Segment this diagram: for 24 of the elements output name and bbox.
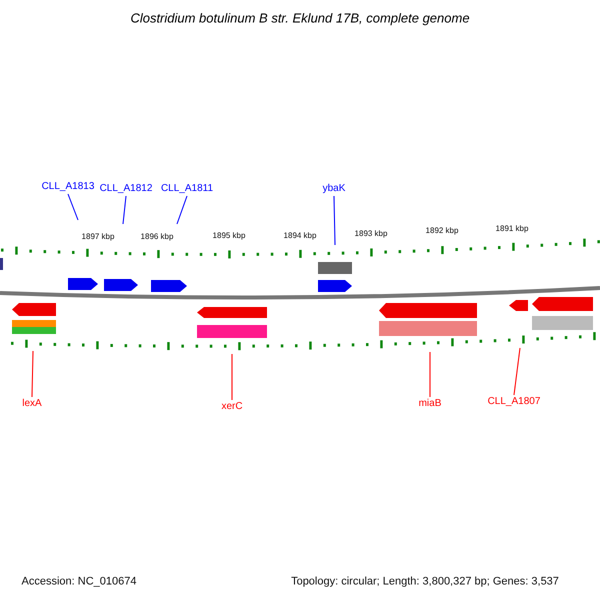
kbp-label: 1896 kbp	[140, 233, 174, 241]
gene-label: CLL_A1811	[160, 184, 214, 194]
kbp-label: 1892 kbp	[426, 227, 458, 235]
gene-label: CLL_A1807	[488, 397, 540, 407]
kbp-label: 1895 kbp	[212, 232, 246, 240]
gene-label: miaB	[418, 399, 442, 409]
genome-stats-text: Topology: circular; Length: 3,800,327 bp; Genes: 3,537	[291, 576, 559, 588]
leader-line	[514, 348, 520, 396]
leader-line	[176, 196, 188, 224]
kbp-label: 1891 kbp	[496, 225, 528, 233]
gene-label: xerC	[221, 402, 243, 412]
gene-label: ybaK	[322, 184, 346, 194]
gene-label: CLL_A1812	[100, 184, 152, 194]
gene-label: CLL_A1813	[42, 182, 94, 192]
kbp-label: 1893 kbp	[354, 230, 388, 238]
kbp-label: 1897 kbp	[82, 233, 114, 241]
leader-line	[334, 196, 336, 246]
leader-line	[32, 350, 34, 398]
leader-line	[122, 196, 126, 224]
kbp-label: 1894 kbp	[284, 232, 316, 240]
accession-text: Accession: NC_010674	[22, 576, 136, 588]
gene-label: lexA	[22, 399, 42, 409]
diagram-title: Clostridium botulinum B str. Eklund 17B, complete genome	[130, 12, 470, 24]
leader-line	[68, 194, 78, 220]
